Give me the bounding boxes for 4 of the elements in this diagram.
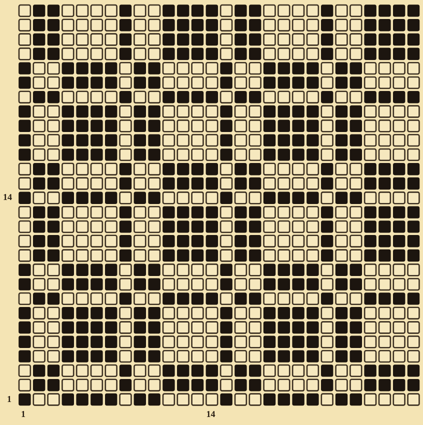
row-number: 14 xyxy=(3,193,12,202)
column-number: 14 xyxy=(206,410,216,420)
row-number: 1 xyxy=(7,394,12,404)
column-number: 1 xyxy=(21,410,26,420)
